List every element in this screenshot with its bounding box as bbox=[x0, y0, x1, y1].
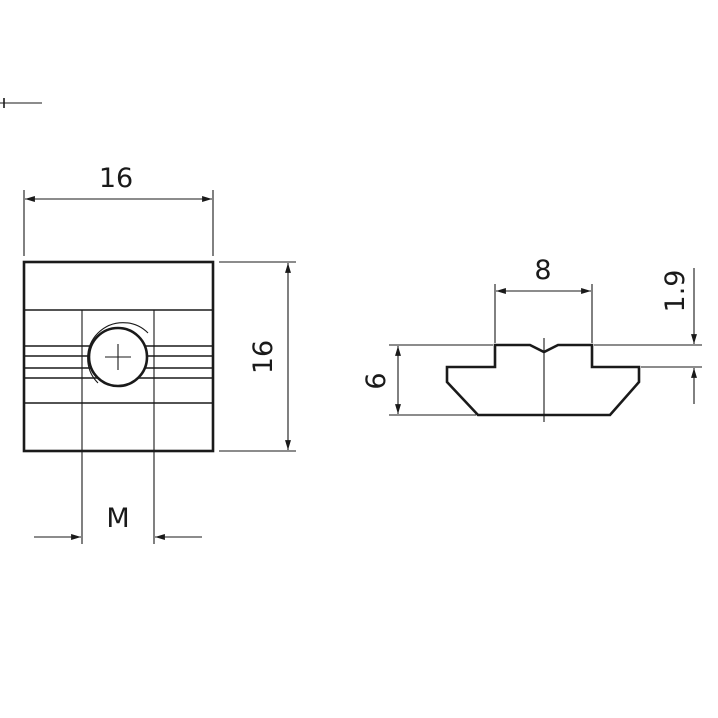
side-view: 8 6 1.9 bbox=[361, 255, 702, 422]
threaded-hole bbox=[87, 322, 149, 388]
front-view: 16 16 M bbox=[22, 163, 296, 544]
thread-dimension: M bbox=[34, 310, 202, 544]
nut-profile-outline bbox=[445, 343, 641, 417]
edge-mark bbox=[0, 98, 42, 108]
thread-label: M bbox=[106, 503, 129, 534]
width-dimension: 16 bbox=[23, 163, 214, 256]
lip-height-label: 1.9 bbox=[660, 270, 691, 313]
total-height-label: 6 bbox=[361, 372, 392, 389]
height-label: 16 bbox=[248, 340, 279, 374]
top-width-label: 8 bbox=[534, 255, 551, 286]
total-height-dimension: 6 bbox=[361, 344, 493, 416]
height-dimension: 16 bbox=[219, 261, 296, 452]
top-width-dimension: 8 bbox=[494, 255, 593, 343]
width-label: 16 bbox=[99, 163, 133, 194]
lip-height-dimension: 1.9 bbox=[594, 268, 702, 404]
